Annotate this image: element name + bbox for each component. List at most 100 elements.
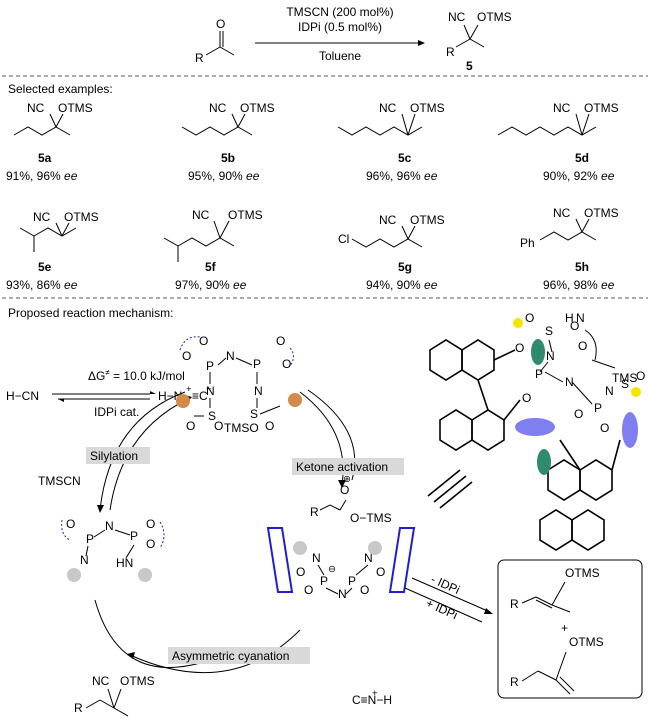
svg-text:O: O [636,369,645,383]
svg-text:N: N [80,553,89,567]
example-5g: Cl NC OTMS 5g 94%, 90% ee [338,213,445,292]
svg-text:O: O [199,334,208,348]
svg-text:O: O [66,517,75,531]
svg-text:O: O [515,341,524,355]
svg-text:≡C: ≡C [192,389,208,403]
svg-text:N: N [605,384,614,398]
svg-text:P: P [535,367,543,381]
svg-text:O: O [186,419,195,433]
hcn-equilibrium: ΔG≠ = 10.0 kJ/mol H−CN IDPi cat. H−N + ≡… [6,368,212,419]
idpi-left: O P N N P O O HN [61,517,165,582]
svg-text:R: R [510,597,519,611]
svg-text:O: O [522,391,531,405]
cyanation-arrow [129,629,301,674]
example-5a-otms: OTMS [58,101,93,115]
reagent-line-2: IDPi (0.5 mol%) [298,20,382,34]
tmso-label: TMSO [224,421,259,435]
svg-text:N: N [565,375,574,389]
example-5g-otms: OTMS [410,213,445,227]
grey-sphere-c2 [368,541,382,555]
svg-text:O: O [578,339,587,353]
solvent-label: Toluene [319,49,361,63]
example-5a-nc: NC [27,101,45,115]
svg-text:O: O [146,517,155,531]
ketone-oxygen: O [216,17,225,31]
grey-sphere-c1 [293,541,307,555]
dg-text: ΔG≠ = 10.0 kJ/mol [88,368,185,383]
idpi-cat-label: IDPi cat. [94,405,139,419]
svg-text:O: O [282,357,291,371]
svg-text:N: N [226,349,235,363]
idpi-top: O O P N P O O N N S S O O TMSO O [176,334,302,435]
minus-idpi-label: - IDPi [429,572,462,597]
example-5e-label: 5e [38,260,52,274]
svg-text:O: O [574,407,583,421]
example-5b-nc: NC [209,101,227,115]
o-tms-label: O−TMS [350,511,392,525]
svg-text:N: N [312,551,321,565]
yellow-sphere-1 [513,318,523,328]
product-r: R [446,45,455,59]
example-5h-nc: NC [553,206,571,220]
substrate-r: R [195,51,204,65]
example-5f-otms: OTMS [228,208,263,222]
svg-text:OTMS: OTMS [569,635,604,649]
svg-text:O: O [570,319,579,333]
tms-3d: TMS [612,371,637,385]
svg-text:P: P [206,359,214,373]
svg-text:O: O [214,419,223,433]
svg-text:O: O [376,565,385,579]
svg-text:R: R [510,675,519,689]
svg-text:⊖: ⊖ [328,564,336,575]
product-otms: OTMS [477,10,512,24]
example-5e: NC OTMS 5e 93%, 86% ee [6,210,99,292]
example-5f-label: 5f [205,260,217,274]
svg-text:P: P [348,574,356,588]
svg-text:P: P [130,529,138,543]
grey-sphere-left-2 [138,568,152,582]
example-5e-otms: OTMS [64,210,99,224]
svg-text:O: O [265,419,274,433]
nh-label: HN [116,556,133,570]
example-5d-yield: 90%, 92% ee [543,169,615,183]
equivalence-symbol [427,469,473,509]
svg-text:N: N [576,311,585,325]
svg-text:O: O [600,421,609,435]
svg-text:O: O [296,565,305,579]
teal-ellipse-2 [531,339,545,365]
example-5h-yield: 96%, 98% ee [543,278,615,292]
enol-equilibrium: - IDPi + IDPi [404,572,493,623]
svg-text:S: S [621,377,629,391]
svg-text:P: P [86,532,94,546]
cnh-label: C≡N−H [352,693,392,707]
grey-sphere-left-1 [67,568,81,582]
svg-text:+: + [372,688,378,699]
svg-text:N: N [254,384,263,398]
example-5g-cl: Cl [338,232,349,246]
orange-sphere-left [176,394,190,408]
svg-text:P: P [594,401,602,415]
example-5f-yield: 97%, 90% ee [175,278,247,292]
svg-text:O: O [182,349,191,363]
example-5c-label: 5c [398,151,412,165]
svg-text:+: + [186,384,192,395]
example-5g-nc: NC [379,213,397,227]
svg-text:P: P [320,574,328,588]
example-5d-nc: NC [553,101,571,115]
svg-text:N: N [546,349,555,363]
blue-wall-left [266,527,294,593]
example-5h-ph: Ph [520,236,535,250]
example-5g-yield: 94%, 90% ee [366,278,438,292]
svg-text:⊕: ⊕ [343,474,351,485]
example-5c-nc: NC [379,101,397,115]
mechanism-heading: Proposed reaction mechanism: [8,306,173,320]
svg-text:O: O [360,583,369,597]
idpi-3d-structure: O O P S O O N N H N O TMS P N S O O O [429,311,645,551]
svg-text:−: − [206,384,212,395]
reaction-scheme: O R TMSCN (200 mol%) IDPi (0.5 mol%) Tol… [195,5,512,73]
tmscn-label: TMSCN [38,474,81,488]
product-label: 5 [466,59,473,73]
enol-box [497,559,643,699]
svg-text:O: O [525,311,534,325]
